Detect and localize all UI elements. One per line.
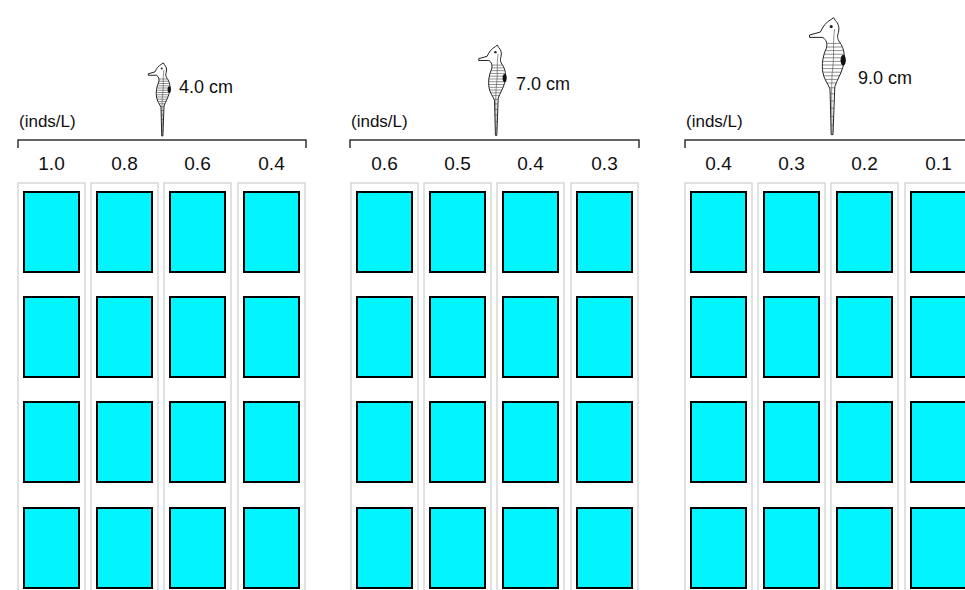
density-label: 0.4	[517, 153, 543, 175]
fish-size-label: 9.0 cm	[858, 68, 912, 89]
tank-column	[685, 183, 752, 590]
tank-column	[238, 183, 305, 590]
tank-column	[571, 183, 638, 590]
tank-column	[758, 183, 825, 590]
tank-column	[905, 183, 965, 590]
density-label: 0.3	[591, 153, 617, 175]
density-label: 0.4	[705, 153, 731, 175]
tank-column	[497, 183, 564, 590]
seahorse-icon	[810, 18, 847, 135]
density-label: 0.5	[444, 153, 470, 175]
group-bracket	[685, 140, 965, 148]
tank-column	[831, 183, 898, 590]
group-bracket	[350, 140, 639, 148]
unit-label: (inds/L)	[351, 112, 408, 132]
unit-label: (inds/L)	[686, 112, 743, 132]
density-label: 0.6	[184, 153, 210, 175]
density-label: 0.1	[925, 153, 951, 175]
density-label: 0.6	[371, 153, 397, 175]
group-bracket	[18, 140, 306, 148]
tank-column	[351, 183, 418, 590]
tank-column	[424, 183, 491, 590]
tank-column	[91, 183, 158, 590]
density-label: 0.8	[111, 153, 137, 175]
density-label: 0.4	[258, 153, 284, 175]
seahorse-icon	[148, 63, 171, 136]
tank-column	[18, 183, 85, 590]
unit-label: (inds/L)	[19, 112, 76, 132]
fish-size-label: 7.0 cm	[516, 74, 570, 95]
fish-size-label: 4.0 cm	[179, 77, 233, 98]
density-label: 0.3	[778, 153, 804, 175]
density-label: 1.0	[38, 153, 64, 175]
seahorse-icon	[479, 45, 508, 135]
tank-column	[164, 183, 231, 590]
density-label: 0.2	[851, 153, 877, 175]
